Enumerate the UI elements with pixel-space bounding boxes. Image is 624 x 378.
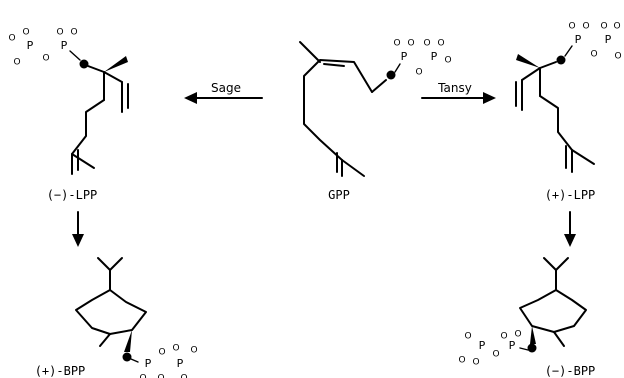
bppp-o2: O [157,374,164,378]
lppm-o6: O [70,28,77,38]
lppm-o5: O [56,28,63,38]
gpp-structure: P O O O P O O O GPP [299,39,452,202]
sage-label: Sage [211,81,241,95]
bpp-plus-structure: P O O O P O O O (+)-BPP [35,257,198,378]
bppm-o2: O [514,330,521,340]
bppp-p2: P [177,357,184,370]
lppm-o1: O [8,34,15,44]
lppp-p1: P [575,33,582,46]
bpp-minus-label: (−)-BPP [545,364,596,378]
lppp-o1: O [568,22,575,32]
lppp-o3: O [590,50,597,60]
bppp-o5: O [190,346,197,356]
gpp-o6: O [444,56,451,66]
sage-arrow: Sage [184,81,263,104]
lppm-o3: O [13,58,20,68]
arrow-left-down [72,211,84,247]
lppm-p2: P [61,39,68,52]
bppm-o5: O [472,358,479,368]
lppm-o4: O [42,54,49,64]
lppm-o2: O [22,28,29,38]
bppp-o4: O [172,344,179,354]
bppm-p2: P [479,339,486,352]
arrow-right-down [564,211,576,247]
lppp-o4: O [600,22,607,32]
lppp-o6: O [614,52,621,62]
lpp-minus-label: (−)-LPP [47,188,98,202]
lppp-o5: O [613,22,620,32]
lppm-p1: P [27,39,34,52]
bppm-o6: O [458,356,465,366]
bppm-p1: P [509,339,516,352]
gpp-p2: P [431,50,438,63]
bppm-o1: O [500,332,507,342]
tansy-label: Tansy [437,81,472,95]
bppm-o3: O [492,350,499,360]
lppp-p2: P [605,33,612,46]
bpp-minus-structure: P O O O P O O O (−)-BPP [458,257,596,378]
bppp-o6: O [180,374,187,378]
bppp-o3: O [158,348,165,358]
gpp-p1: P [401,50,408,63]
bppp-o1: O [139,374,146,378]
gpp-label: GPP [328,188,350,202]
gpp-o2: O [407,39,414,49]
bpp-plus-label: (+)-BPP [35,364,86,378]
gpp-o1: O [393,39,400,49]
lpp-minus-structure: O O P O O P O O (−)-LPP [8,28,129,202]
gpp-o3: O [415,68,422,78]
lppp-o2: O [582,22,589,32]
bppm-o4: O [464,332,471,342]
lpp-plus-label: (+)-LPP [545,188,596,202]
lpp-plus-structure: P O O O P O O O (+)-LPP [515,22,622,202]
gpp-o5: O [437,39,444,49]
tansy-arrow: Tansy [421,81,496,104]
gpp-o4: O [423,39,430,49]
bppp-p1: P [145,357,152,370]
